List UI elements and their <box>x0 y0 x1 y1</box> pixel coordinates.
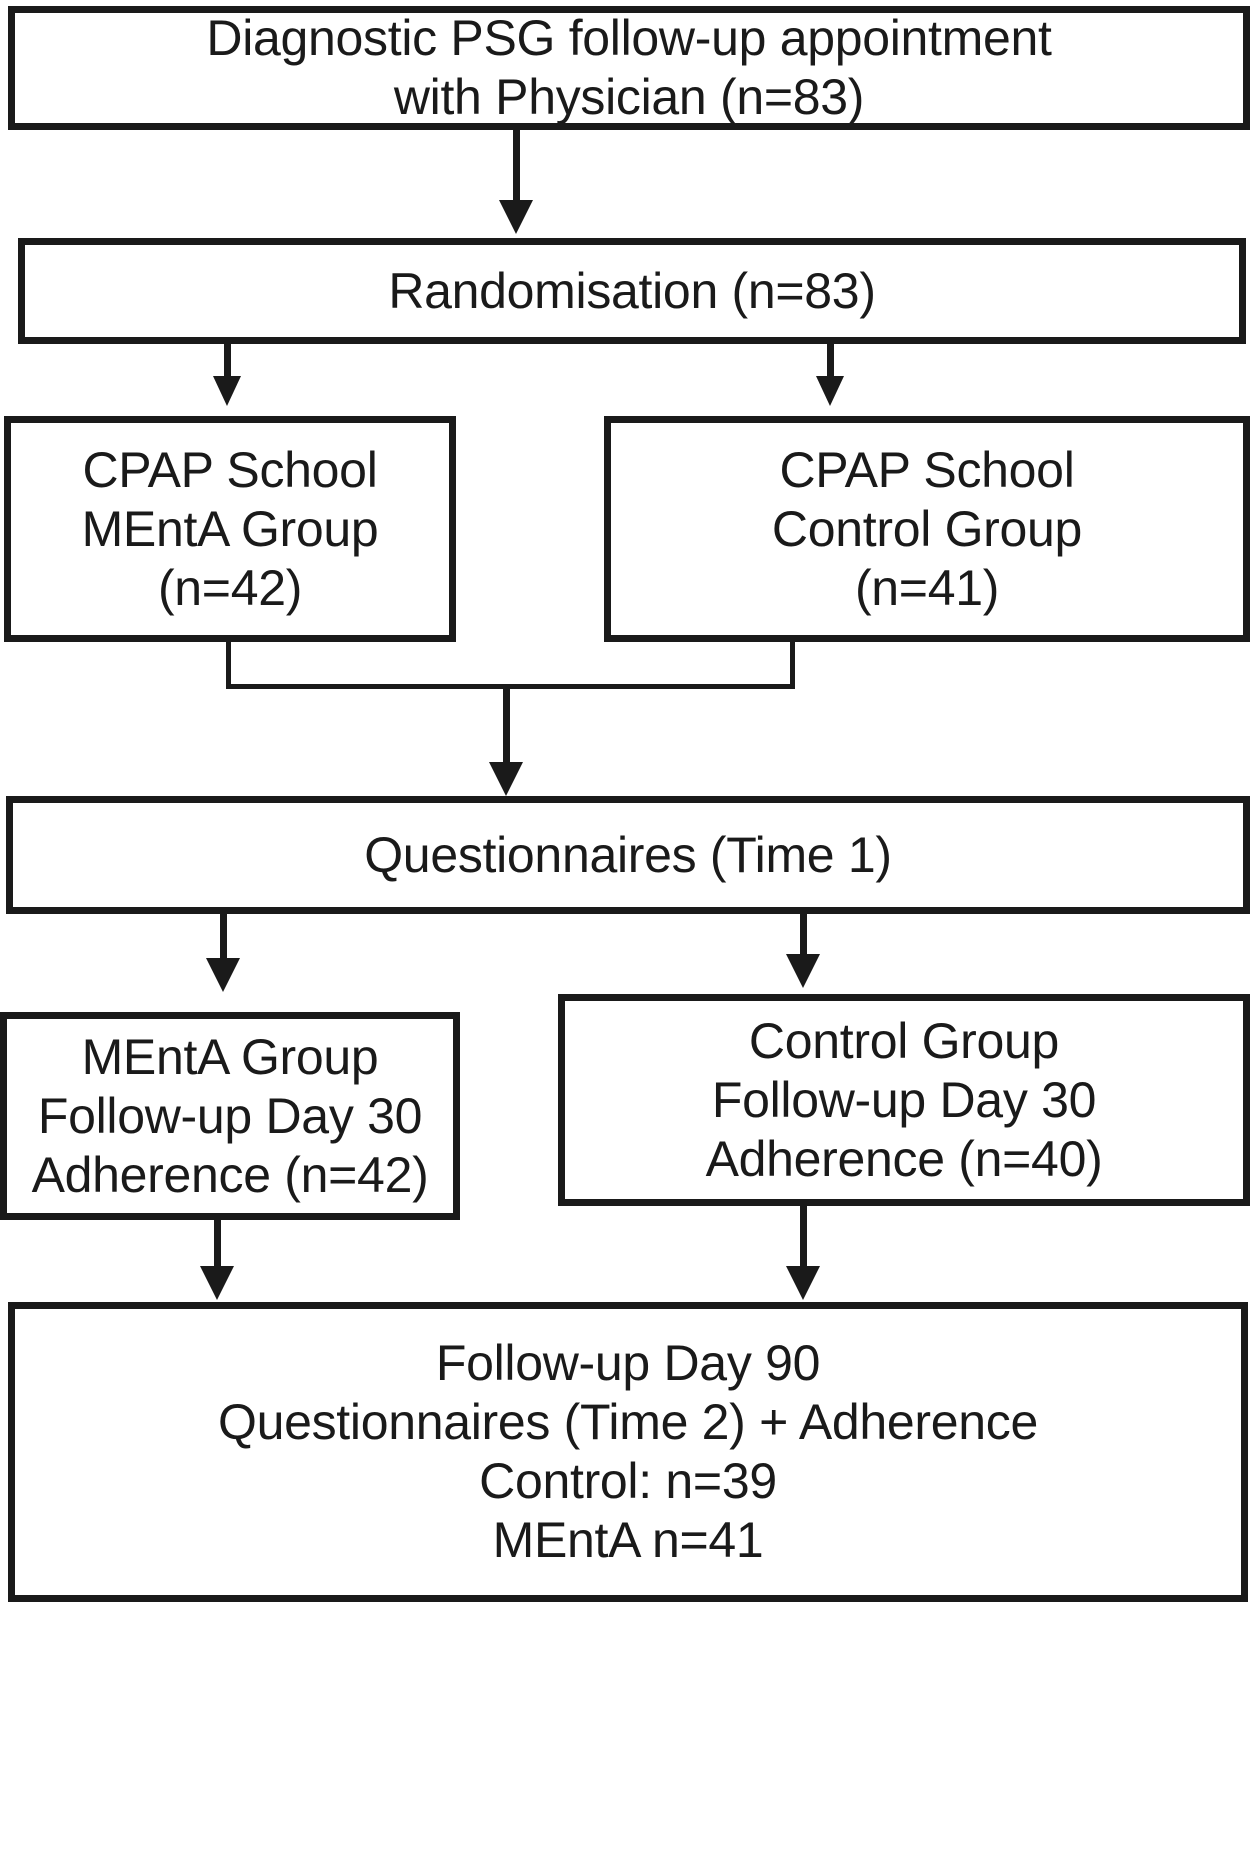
node-cpap-school-control-group: CPAP School Control Group (n=41) <box>604 416 1250 642</box>
arrowhead-questionnaires-to-day30-menta <box>206 958 240 992</box>
arrowhead-psg-to-randomisation <box>499 200 533 234</box>
node-line: Randomisation (n=83) <box>388 262 876 319</box>
connector-cpap-control-drop <box>790 642 795 688</box>
node-line: Follow-up Day 90 <box>435 1335 821 1391</box>
node-line: Control: n=39 <box>479 1453 777 1509</box>
node-line: (n=41) <box>854 559 1000 616</box>
node-line: MEntA Group <box>81 1028 379 1085</box>
connector-randomisation-to-cpap-menta <box>224 344 231 380</box>
connector-merge-to-questionnaires <box>503 684 510 768</box>
node-randomisation: Randomisation (n=83) <box>18 238 1246 344</box>
node-line: Adherence (n=40) <box>705 1130 1103 1187</box>
node-menta-group-followup-day-30: MEntA Group Follow-up Day 30 Adherence (… <box>0 1012 460 1220</box>
node-line: CPAP School <box>779 441 1075 498</box>
node-line: Adherence (n=42) <box>31 1146 429 1203</box>
connector-day30-control-to-day90 <box>800 1202 807 1272</box>
connector-cpap-menta-drop <box>226 642 231 688</box>
connector-questionnaires-to-day30-menta <box>220 908 227 964</box>
arrowhead-day30-control-to-day90 <box>786 1266 820 1300</box>
arrowhead-merge-to-questionnaires <box>489 762 523 796</box>
node-line: MEntA n=41 <box>492 1512 764 1568</box>
node-line: (n=42) <box>157 559 303 616</box>
node-line: Follow-up Day 30 <box>711 1071 1097 1128</box>
node-line: Control Group <box>771 500 1083 557</box>
arrowhead-randomisation-to-cpap-menta <box>213 376 241 406</box>
connector-randomisation-to-cpap-control <box>827 344 834 380</box>
connector-cpap-merge-bar <box>226 684 795 689</box>
node-line: Follow-up Day 30 <box>37 1087 423 1144</box>
node-line: Questionnaires (Time 1) <box>364 826 892 883</box>
arrowhead-randomisation-to-cpap-control <box>816 376 844 406</box>
node-line: Control Group <box>748 1012 1060 1069</box>
node-line: Diagnostic PSG follow-up appointment <box>206 10 1052 66</box>
arrowhead-day30-menta-to-day90 <box>200 1266 234 1300</box>
node-line: CPAP School <box>82 441 378 498</box>
connector-day30-menta-to-day90 <box>214 1216 221 1272</box>
node-questionnaires-time-1: Questionnaires (Time 1) <box>6 796 1250 914</box>
connector-questionnaires-to-day30-control <box>800 908 807 960</box>
arrowhead-questionnaires-to-day30-control <box>786 954 820 988</box>
node-line: Questionnaires (Time 2) + Adherence <box>217 1394 1039 1450</box>
node-line: MEntA Group <box>81 500 379 557</box>
node-cpap-school-menta-group: CPAP School MEntA Group (n=42) <box>4 416 456 642</box>
node-control-group-followup-day-30: Control Group Follow-up Day 30 Adherence… <box>558 994 1250 1206</box>
node-line: with Physician (n=83) <box>393 69 865 125</box>
node-diagnostic-psg-followup: Diagnostic PSG follow-up appointment wit… <box>8 6 1250 130</box>
connector-psg-to-randomisation <box>513 130 520 204</box>
node-followup-day-90: Follow-up Day 90 Questionnaires (Time 2)… <box>8 1302 1248 1602</box>
